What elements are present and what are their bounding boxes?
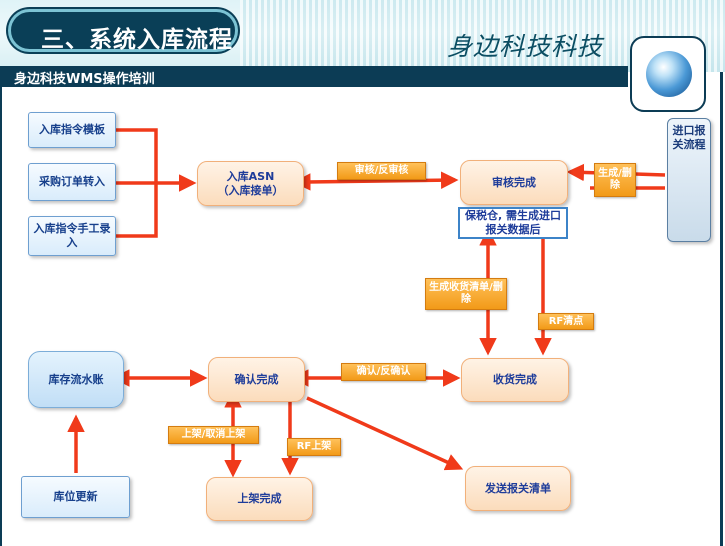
label-confirm: 确认/反确认 xyxy=(341,363,426,381)
node-receive-done: 收货完成 xyxy=(461,358,569,402)
arrow-send-customs xyxy=(306,396,464,471)
node-template: 入库指令模板 xyxy=(28,112,116,148)
node-send-customs: 发送报关清单 xyxy=(465,466,571,511)
node-asn: 入库ASN （入库接单） xyxy=(197,161,304,206)
node-putaway-done: 上架完成 xyxy=(206,477,313,521)
node-bonded-note: 保税仓, 需生成进口报关数据后 xyxy=(458,207,568,239)
node-import-flow: 进口报关流程 xyxy=(667,118,711,242)
node-inventory-ledger: 库存流水账 xyxy=(28,351,124,408)
title-pill: 三、系统入库流程 xyxy=(8,9,238,53)
label-gen-delete: 生成/删除 xyxy=(594,163,636,197)
page-subtitle: 身边科技WMS操作培训 xyxy=(14,72,155,87)
globe-logo xyxy=(630,36,706,112)
node-po-convert: 采购订单转入 xyxy=(28,163,116,201)
frame-border-right xyxy=(720,72,723,546)
label-gen-receipt: 生成收货清单/删除 xyxy=(425,278,507,310)
frame-border-left xyxy=(0,86,2,546)
page-title: 三、系统入库流程 xyxy=(41,27,233,53)
node-manual-entry: 入库指令手工录入 xyxy=(28,216,116,256)
node-location-update: 库位更新 xyxy=(21,476,130,518)
arrow-asn-audit xyxy=(293,171,459,191)
label-rf-putaway: RF上架 xyxy=(287,438,341,456)
brand-name: 身边科技科技 xyxy=(447,32,604,61)
label-rf-count: RF清点 xyxy=(538,313,594,330)
node-audit-done: 审核完成 xyxy=(460,160,568,205)
subtitle-bar: 身边科技WMS操作培训 xyxy=(0,66,628,87)
node-confirm-done: 确认完成 xyxy=(208,357,305,402)
globe-icon xyxy=(646,51,692,97)
label-putaway: 上架/取消上架 xyxy=(168,426,259,444)
label-audit: 审核/反审核 xyxy=(337,162,426,180)
